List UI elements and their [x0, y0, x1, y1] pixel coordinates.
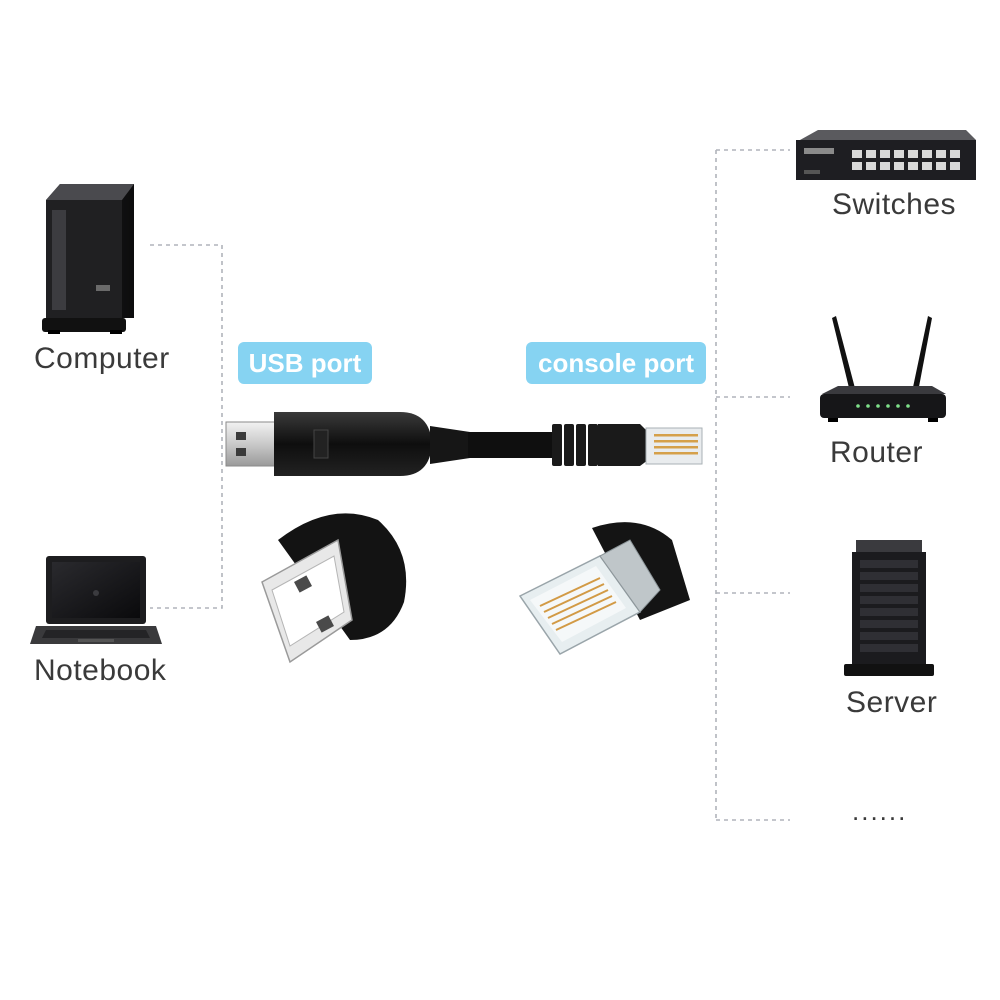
- usb-plug-icon: [225, 421, 279, 467]
- server-tower-icon: [844, 540, 934, 676]
- server-bays: [860, 560, 918, 652]
- usb-port-badge: USB port: [238, 342, 372, 384]
- console-port-badge: console port: [526, 342, 706, 384]
- notebook-label: Notebook: [34, 654, 167, 687]
- switches-label: Switches: [832, 188, 957, 221]
- rj45-plug-top: [645, 427, 703, 465]
- switch-ports: [852, 150, 960, 170]
- console-cable: [225, 412, 703, 476]
- usb-closeup: [238, 504, 407, 676]
- computer-tower-icon: [42, 184, 134, 334]
- network-switch-icon: [796, 130, 976, 180]
- connector-lines: [150, 149, 790, 821]
- router-label: Router: [830, 436, 924, 469]
- computer-label: Computer: [34, 342, 170, 375]
- router-leds: [856, 404, 910, 408]
- rj45-plug-icon: [518, 522, 690, 655]
- wifi-router-icon: [820, 316, 946, 422]
- laptop-icon: [30, 556, 162, 644]
- more-devices-ellipsis: ......: [852, 796, 908, 826]
- left-connector-computer: [150, 244, 223, 609]
- server-label: Server: [846, 686, 938, 719]
